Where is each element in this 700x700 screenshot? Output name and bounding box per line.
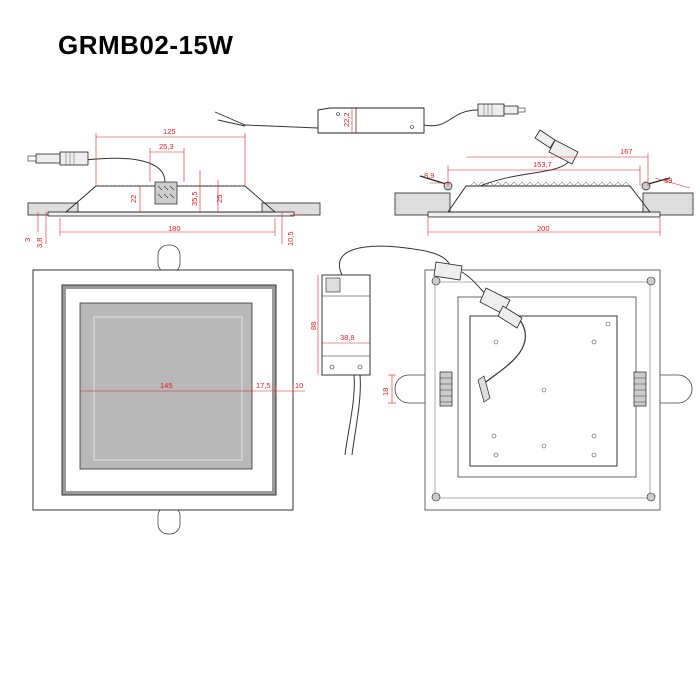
dim-180: 180 [168, 224, 181, 233]
dim-25: 25 [215, 195, 224, 203]
dim-35-5: 35,5 [190, 191, 199, 206]
dim-8-9: 8,9 [424, 171, 434, 180]
connector-side-left [27, 151, 89, 166]
driver-body-top [317, 107, 425, 134]
ceiling-install-left [394, 192, 451, 216]
side-section-view: 125 25,3 180 22 35,5 25 3 3,8 10,5 [23, 127, 321, 248]
driver-body-front [321, 274, 371, 376]
ceiling-install-right [642, 192, 694, 216]
driver-top-view: 22,2 [214, 103, 526, 134]
dim-88: 88 [309, 322, 318, 330]
rear-view: 18 [381, 261, 693, 511]
dim-22: 22 [129, 195, 138, 203]
dim-22-2: 22,2 [342, 112, 351, 127]
product-title: GRMB02-15W [58, 30, 234, 60]
dim-3: 3 [23, 238, 32, 242]
rear-dimension-lines [388, 374, 396, 404]
front-dimension-lines [80, 385, 305, 397]
dim-145: 145 [160, 381, 173, 390]
dim-38-8: 38,8 [340, 333, 355, 342]
dim-10-5: 10,5 [286, 231, 295, 246]
dim-10: 10 [295, 381, 303, 390]
dim-3-8: 3,8 [35, 238, 44, 248]
spring-top-front [157, 244, 181, 274]
dim-167: 167 [620, 147, 633, 156]
installation-section-view: 153,7 167 8,9 39 200 [394, 129, 694, 236]
connector-install [534, 129, 579, 165]
dim-17-5: 17,5 [256, 381, 271, 390]
back-plate-rear [469, 315, 618, 467]
connector-driver-top [477, 103, 526, 117]
install-dimension-lines [427, 153, 691, 236]
spring-clip-side [154, 181, 178, 205]
glass-panel-side [47, 211, 295, 217]
light-panel-front [79, 302, 253, 470]
dim-25-3: 25,3 [159, 142, 174, 151]
front-view: 145 17,5 10 [32, 244, 305, 535]
driver-dimension-lines [317, 275, 370, 375]
dim-200: 200 [537, 224, 550, 233]
housing-install [447, 185, 651, 213]
dim-39: 39 [664, 176, 672, 185]
dim-125: 125 [163, 127, 176, 136]
connector-rear [433, 261, 523, 329]
dim-18: 18 [381, 388, 390, 396]
dim-153-7: 153,7 [533, 160, 552, 169]
glass-install [427, 211, 661, 218]
side-dimension-lines [37, 133, 302, 244]
